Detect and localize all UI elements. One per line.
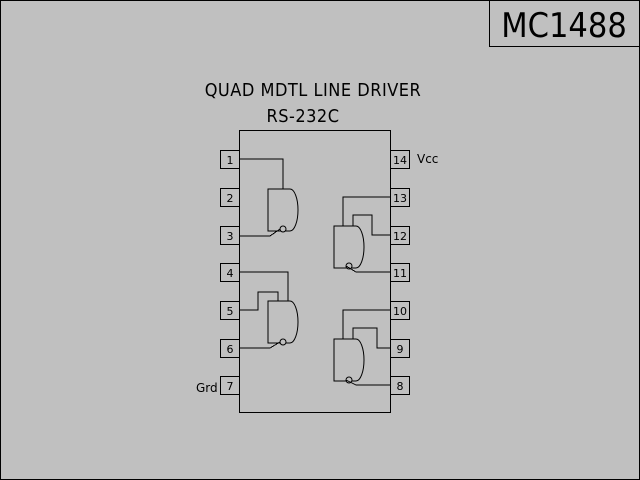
pin-7-number: 7: [227, 380, 234, 393]
pin-6-number: 6: [227, 343, 234, 356]
wire-pin5: [240, 291, 279, 311]
pin-5-number: 5: [227, 305, 234, 318]
pin-14-box: [390, 150, 410, 169]
pin-9-box: [390, 339, 410, 358]
pin-4-box: [220, 263, 240, 282]
pin-13-box: [390, 188, 410, 207]
ground-label: Grd: [196, 381, 218, 395]
pin-13-number: 13: [393, 192, 407, 205]
pin-3-box: [220, 226, 240, 245]
chip-title: QUAD MDTL LINE DRIVER: [205, 80, 422, 101]
gate-a-nand: [267, 188, 299, 233]
part-number: MC1488: [501, 6, 627, 46]
gate-c-nand: [333, 225, 365, 270]
vcc-label: Vcc: [417, 152, 438, 166]
gate-d-nand: [333, 338, 365, 384]
wire-pin6: [240, 341, 281, 349]
pin-1-box: [220, 150, 240, 169]
pin-3-number: 3: [227, 230, 234, 243]
pin-7-box: [220, 376, 240, 395]
pin-8-number: 8: [397, 380, 404, 393]
wire-pin3: [240, 228, 281, 237]
pin-4-number: 4: [227, 267, 234, 280]
pin-10-number: 10: [393, 305, 407, 318]
pin-14-number: 14: [393, 154, 407, 167]
wire-pin11: [345, 265, 390, 273]
wire-pin8: [345, 379, 390, 386]
pin-9-number: 9: [397, 343, 404, 356]
wire-pin12: [352, 214, 390, 236]
pin-11-number: 11: [393, 267, 407, 280]
wire-pin1: [240, 158, 284, 189]
wire-pin10: [342, 309, 390, 339]
pin-12-number: 12: [393, 230, 407, 243]
pin-6-box: [220, 339, 240, 358]
pin-2-box: [220, 188, 240, 207]
chip-subtitle: RS-232C: [266, 106, 339, 127]
wire-pin13: [342, 196, 390, 226]
pin-11-box: [390, 263, 410, 282]
pin-12-box: [390, 226, 410, 245]
pin-2-number: 2: [227, 192, 234, 205]
pin-5-box: [220, 301, 240, 320]
wire-pin9: [352, 327, 390, 349]
pin-10-box: [390, 301, 410, 320]
wire-pin4: [240, 271, 289, 301]
pin-8-box: [390, 376, 410, 395]
gate-b-nand: [267, 300, 299, 346]
pin-1-number: 1: [227, 154, 234, 167]
